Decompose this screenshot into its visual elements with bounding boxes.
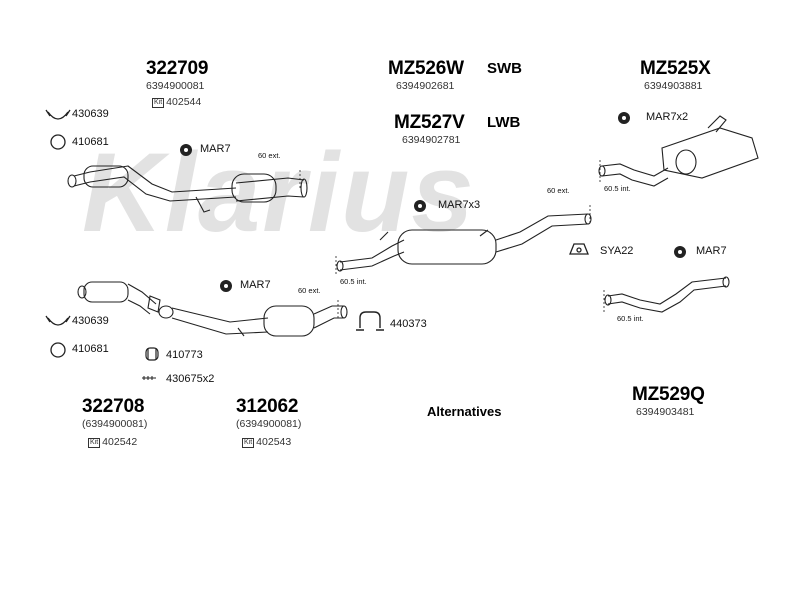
oe-number-mz526w: 6394902681 [396, 80, 455, 92]
ring-label-top: 410681 [72, 136, 109, 148]
gasket-icon [145, 347, 159, 361]
part-number-mz527v: MZ527V [394, 112, 465, 133]
dim-int-1: 60.5 int. [340, 277, 367, 286]
clamp-icon-bottom [45, 315, 71, 326]
part-number-mz525x: MZ525X [640, 58, 711, 79]
rubber-mount-icon-a [180, 144, 192, 156]
mar7-label-c: MAR7 [696, 245, 727, 257]
dim-int-3: 60.5 int. [617, 314, 644, 323]
clamp-label-top: 430639 [72, 108, 109, 120]
ring-icon-top [50, 134, 66, 150]
dim-int-2: 60.5 int. [604, 184, 631, 193]
gasket-label: 410773 [166, 349, 203, 361]
dimension-lines [299, 160, 605, 320]
rubber-mount-icon-d [618, 112, 630, 124]
part-number-mz529q: MZ529Q [632, 384, 705, 405]
rubber-mount-icon-c [414, 200, 426, 212]
kit-value: 402542 [102, 436, 138, 448]
part-number-322708: 322708 [82, 396, 145, 417]
clamp-label-bottom: 430639 [72, 315, 109, 327]
kit-badge: Kit [152, 98, 165, 108]
hanger-icon-sya22 [569, 243, 589, 255]
mar7x2-label: MAR7x2 [646, 111, 689, 123]
kit-badge: Kit [88, 438, 101, 448]
bolts-label: 430675x2 [166, 373, 215, 385]
rear-silencer [598, 115, 759, 187]
lwb-tag: LWB [487, 114, 521, 131]
dim-ext-2: 60 ext. [547, 186, 570, 195]
dim-ext-1: 60 ext. [258, 151, 281, 160]
kit-badge: Kit [242, 438, 255, 448]
dim-ext-3: 60 ext. [298, 286, 321, 295]
lower-catalyst-pipe [77, 281, 348, 337]
oe-number-312062: (6394900081) [236, 418, 302, 430]
part-number-312062: 312062 [236, 396, 299, 417]
swb-tag: SWB [487, 60, 522, 77]
alternatives-heading: Alternatives [427, 404, 502, 419]
centre-silencer [336, 213, 592, 272]
part-number-322709: 322709 [146, 58, 209, 79]
kit-value: 402543 [256, 436, 292, 448]
rubber-mount-icon-e [674, 246, 686, 258]
mar7-label-a: MAR7 [200, 143, 231, 155]
oe-number-322709: 6394900081 [146, 80, 205, 92]
ring-icon-bottom [50, 342, 66, 358]
part-number-mz526w: MZ526W [388, 58, 464, 79]
tailpipe [604, 276, 730, 313]
oe-number-mz525x: 6394903881 [644, 80, 703, 92]
upper-catalyst-pipe [67, 165, 308, 213]
clamp-icon-top [45, 109, 71, 120]
mar7-label-b: MAR7 [240, 279, 271, 291]
bracket-label: 440373 [390, 318, 427, 330]
rubber-mount-icon-b [220, 280, 232, 292]
bolt-icon [142, 376, 156, 380]
kit-value: 402544 [166, 96, 202, 108]
oe-number-mz529q: 6394903481 [636, 406, 695, 418]
bracket-icon [356, 311, 384, 331]
ring-label-bottom: 410681 [72, 343, 109, 355]
sya22-label: SYA22 [600, 245, 634, 257]
mar7x3-label: MAR7x3 [438, 199, 481, 211]
watermark-text: Klarius [82, 130, 476, 255]
oe-number-322708: (6394900081) [82, 418, 148, 430]
oe-number-mz527v: 6394902781 [402, 134, 461, 146]
